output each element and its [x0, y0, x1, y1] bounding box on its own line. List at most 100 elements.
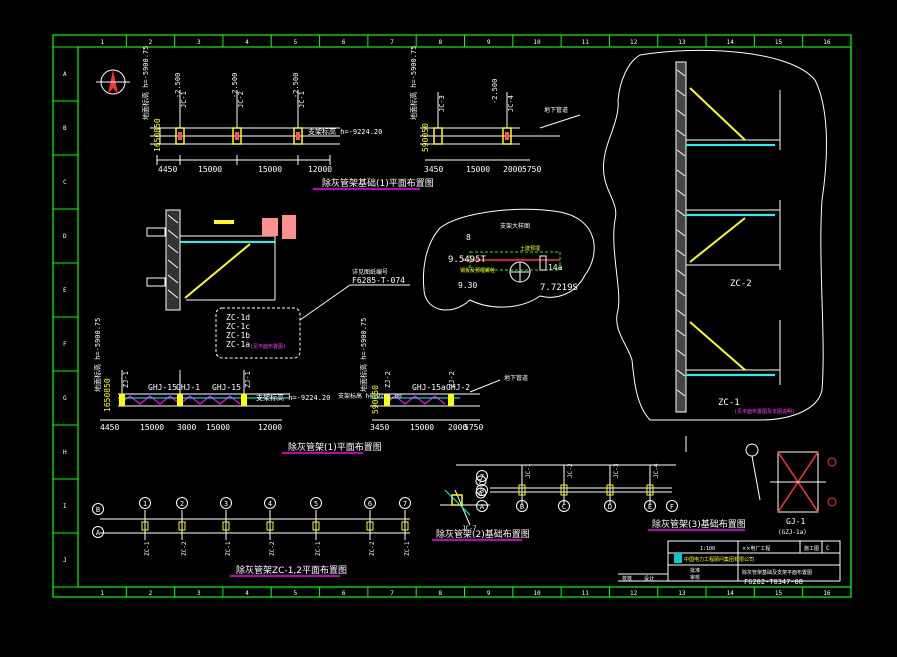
plan2r-side-dim: 590050 — [371, 385, 380, 414]
plan4-title: 除灰管架(2)基础布置图 — [436, 528, 530, 540]
grid-axis-bubble: 5 — [314, 500, 318, 508]
title-block — [618, 540, 841, 582]
elevation-note: (见平面布置图及本图说明) — [734, 408, 795, 415]
title-number: F6282-T0347-08 — [744, 578, 803, 586]
plan3-row-bubble: 8 — [480, 487, 484, 495]
frame-row-label: A — [63, 71, 67, 78]
grid-support-tag: ZC-1 — [315, 541, 322, 556]
plan2r-label-1: GHJ-15a — [412, 383, 446, 392]
detail-callout — [215, 284, 410, 359]
plan3-foundation-tag: JC-4 — [653, 463, 660, 478]
frame-col-label-bottom: 1 — [100, 590, 104, 597]
title-drawing: 除灰管架基础及支架平面布置图 — [742, 569, 812, 576]
gj-sub: (GZJ-1a) — [778, 529, 807, 536]
section-right-val: 7.7219S — [540, 283, 578, 293]
plan1r-elev-tag: -2.500 — [491, 79, 499, 104]
title-project: ××电厂工程 — [742, 545, 770, 552]
grid-row-bubble: B — [96, 506, 100, 514]
frame-col-label-top: 2 — [149, 39, 153, 46]
plan3-foundation-tag: JC-1 — [525, 463, 532, 478]
section-left-val: 9.5495T — [448, 255, 487, 265]
frame-col-label-bottom: 13 — [678, 590, 686, 597]
plan1-tag-1: JC-1 — [180, 91, 188, 108]
frame-col-label-top: 9 — [487, 39, 491, 46]
plan1-elev-tag-2: -2.500 — [231, 73, 239, 98]
plan3-row-bubble: 7 — [480, 473, 484, 481]
plan1r-tag-4: JC-4 — [507, 95, 515, 112]
plan2-dim-1: 4450 — [100, 423, 119, 432]
plan2r-elev-vert: 地面标高 h=-5900.75 — [359, 318, 368, 392]
title-company: 中国电力工程顾问集团有限公司 — [684, 556, 754, 563]
plan3-axis-bubble: A — [480, 503, 485, 511]
frame-col-label-top: 10 — [533, 39, 541, 46]
plan2-tag-1: ZJ-1 — [122, 371, 130, 388]
frame-col-label-top: 1 — [100, 39, 104, 46]
grid-axis-bubble: 3 — [224, 500, 228, 508]
frame-col-label-bottom: 10 — [533, 590, 541, 597]
plan2-dim-4: 15000 — [206, 423, 230, 432]
detail-ref-code: F6285-T-074 — [352, 276, 405, 285]
grid-plan-title: 除灰管架ZC-1,2平面布置图 — [236, 564, 347, 576]
plan1-elev-tag-3: -2.500 — [292, 73, 300, 98]
plan2-title: 除灰管架(1)平面布置图 — [288, 441, 382, 453]
plan1r-dim-4: 5750 — [522, 165, 541, 174]
plan1-tag-2: JC-2 — [237, 91, 245, 108]
frame-col-label-bottom: 7 — [390, 590, 394, 597]
detail-tag-4: ZC-1a — [226, 340, 250, 349]
frame-col-label-top: 4 — [245, 39, 249, 46]
frame-col-label-top: 16 — [823, 39, 831, 46]
plan4-layout — [432, 475, 522, 541]
plan3-title: 除灰管架(3)基础布置图 — [652, 518, 746, 530]
detail-tag-1: ZC-1d — [226, 313, 250, 322]
plan1-elev-row: 支架标高 h=-9224.20 — [308, 127, 382, 136]
frame-col-label-top: 8 — [439, 39, 443, 46]
plan3-axis-bubble: C — [562, 503, 566, 511]
plan1-dim-4: 12000 — [308, 165, 332, 174]
plan3-foundation-tag: JC-3 — [613, 463, 620, 478]
frame-row-label: J — [63, 557, 67, 564]
frame-col-label-top: 3 — [197, 39, 201, 46]
plan3-axis-bubble: E — [648, 503, 652, 511]
plan1-tag-1b: JC-1 — [298, 91, 306, 108]
plan1-title: 除灰管架基础(1)平面布置图 — [322, 177, 434, 189]
frame-row-label: H — [63, 449, 67, 456]
plan3-axis-bubble: F — [670, 503, 674, 511]
plan1-dim-3: 15000 — [258, 165, 282, 174]
plan2r-dim-1: 3450 — [370, 423, 389, 432]
grid-support-tag: ZC-2 — [369, 541, 376, 556]
plan2-elev-row: 支架标高 h=-9224.20 — [256, 393, 330, 402]
grid-support-tag: ZC-2 — [269, 541, 276, 556]
elevation-column — [675, 61, 687, 413]
frame-col-label-bottom: 3 — [197, 590, 201, 597]
grid-support-tag: ZC-1 — [144, 541, 151, 556]
plan1r-dim-2: 15000 — [466, 165, 490, 174]
plan2-elev-vert: 地面标高 h=-5900.75 — [93, 318, 102, 392]
plan1r-dim-1: 3450 — [424, 165, 443, 174]
section-note-a: 土建预埋 — [520, 245, 540, 252]
grid-axis-bubble: 7 — [403, 500, 407, 508]
elevation-cloud — [602, 49, 827, 421]
grid-axis-bubble: 2 — [180, 500, 184, 508]
plan1r-note: 地下管道 — [544, 106, 568, 114]
frame-col-label-bottom: 5 — [294, 590, 298, 597]
plan2r-dim-2: 15000 — [410, 423, 434, 432]
grid-support-tag: ZC-1 — [225, 541, 232, 556]
plan1r-elev-vert: 地面标高 h=-5900.75 — [409, 46, 418, 120]
frame-col-label-bottom: 15 — [775, 590, 783, 597]
plan1r-tag-3: JC-3 — [438, 95, 446, 112]
detail-ref-label: 详见图纸编号 — [352, 268, 388, 276]
frame-row-label: F — [63, 341, 67, 348]
plan1-dim-1: 4450 — [158, 165, 177, 174]
detail-tag-2: ZC-1c — [226, 322, 250, 331]
gj-label: GJ-1 — [786, 517, 805, 526]
frame-col-label-top: 13 — [678, 39, 686, 46]
title-row-d: 设计 — [644, 575, 654, 582]
grid-axis-bubble: 1 — [143, 500, 147, 508]
plan1-side-dim: 1650850 — [153, 118, 162, 152]
elevation-mid-label: ZC-2 — [730, 279, 752, 289]
plan2r-elev-row: 支架标高 h=-9103.00 — [338, 392, 402, 400]
support-detail-elevation — [146, 209, 296, 311]
plan2r-label-2: GHJ-2 — [446, 383, 470, 392]
